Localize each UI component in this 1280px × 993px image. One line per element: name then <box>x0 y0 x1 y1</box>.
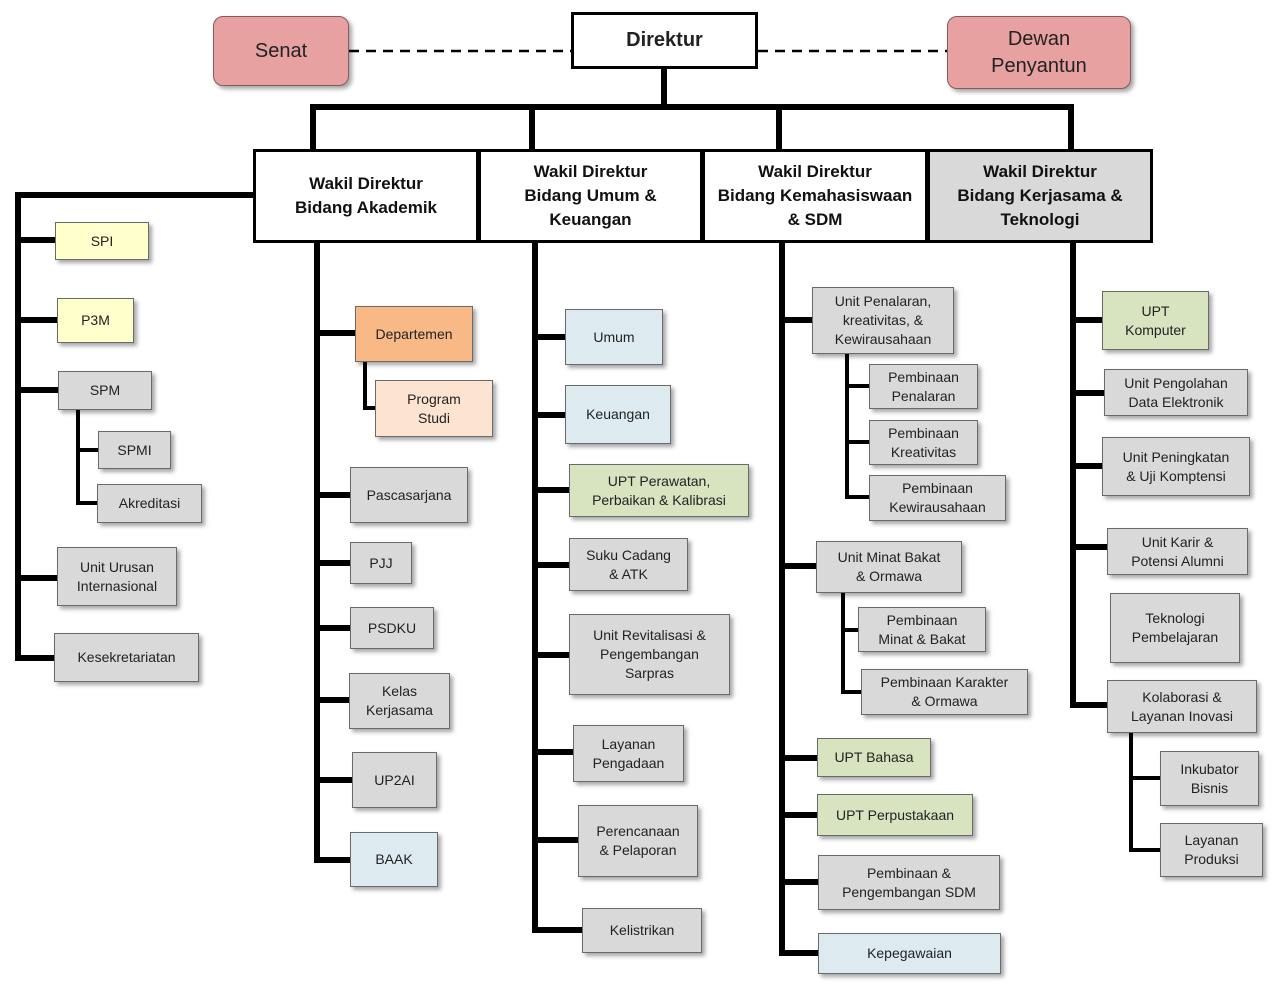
pembinaan-minat-bakat-box: Pembinaan Minat & Bakat <box>858 607 986 652</box>
senat-box: Senat <box>213 16 349 86</box>
inkubator-bisnis-box: Inkubator Bisnis <box>1160 751 1259 806</box>
pembinaan-kewirausahaan-box: Pembinaan Kewirausahaan <box>869 475 1006 521</box>
kepegawaian-box: Kepegawaian <box>818 933 1001 974</box>
up2ai-box: UP2AI <box>352 752 437 808</box>
kelistrikan-box: Kelistrikan <box>582 908 702 953</box>
vice-akademik-box: Wakil Direktur Bidang Akademik <box>253 149 479 243</box>
kolaborasi-box: Kolaborasi & Layanan Inovasi <box>1107 680 1257 733</box>
umum-box: Umum <box>565 309 663 365</box>
sub-links <box>76 353 1162 852</box>
keuangan-box: Keuangan <box>565 385 671 444</box>
unit-pengolahan-data-box: Unit Pengolahan Data Elektronik <box>1104 369 1248 416</box>
vice-kemahasiswaan-box: Wakil Direktur Bidang Kemahasiswaan & SD… <box>702 149 928 243</box>
vice-umum-keuangan-box: Wakil Direktur Bidang Umum & Keuangan <box>478 149 703 243</box>
upt-komputer-box: UPT Komputer <box>1102 291 1209 350</box>
pascasarjana-box: Pascasarjana <box>350 467 468 523</box>
pengembangan-sdm-box: Pembinaan & Pengembangan SDM <box>818 855 1000 910</box>
unit-penalaran-box: Unit Penalaran, kreativitas, & Kewirausa… <box>812 287 954 354</box>
p3m-box: P3M <box>57 298 134 343</box>
unit-karir-box: Unit Karir & Potensi Alumni <box>1107 528 1248 575</box>
upt-bahasa-box: UPT Bahasa <box>817 738 931 777</box>
layanan-pengadaan-box: Layanan Pengadaan <box>573 725 684 782</box>
direktur-box: Direktur <box>571 12 758 69</box>
vice-kerjasama-box: Wakil Direktur Bidang Kerjasama & Teknol… <box>927 149 1153 243</box>
upt-perpustakaan-box: UPT Perpustakaan <box>817 794 973 836</box>
baak-box: BAAK <box>350 832 438 887</box>
layanan-produksi-box: Layanan Produksi <box>1160 823 1263 877</box>
perencanaan-pelaporan-box: Perencanaan & Pelaporan <box>578 805 698 877</box>
spm-box: SPM <box>58 371 152 410</box>
pembinaan-penalaran-box: Pembinaan Penalaran <box>869 364 978 409</box>
program-studi-box: Program Studi <box>375 380 493 437</box>
unit-peningkatan-box: Unit Peningkatan & Uji Komptensi <box>1102 437 1250 496</box>
kelas-kerjasama-box: Kelas Kerjasama <box>349 673 450 729</box>
teknologi-pembelajaran-box: Teknologi Pembelajaran <box>1110 593 1240 663</box>
departemen-box: Departemen <box>355 306 473 362</box>
urusan-internasional-box: Unit Urusan Internasional <box>57 547 177 606</box>
spi-box: SPI <box>55 222 149 260</box>
unit-minat-bakat-box: Unit Minat Bakat & Ormawa <box>816 541 962 593</box>
pembinaan-kreativitas-box: Pembinaan Kreativitas <box>869 420 978 465</box>
pjj-box: PJJ <box>350 542 412 584</box>
kesekretariatan-box: Kesekretariatan <box>54 633 199 682</box>
unit-revitalisasi-box: Unit Revitalisasi & Pengembangan Sarpras <box>569 614 730 695</box>
suku-cadang-box: Suku Cadang & ATK <box>569 538 688 591</box>
pembinaan-karakter-box: Pembinaan Karakter & Ormawa <box>861 669 1028 715</box>
upt-perawatan-box: UPT Perawatan, Perbaikan & Kalibrasi <box>569 464 749 517</box>
spmi-box: SPMI <box>98 431 171 469</box>
akreditasi-box: Akreditasi <box>97 484 202 523</box>
solid-links <box>15 66 1110 956</box>
psdku-box: PSDKU <box>350 607 434 649</box>
dewan-penyantun-box: Dewan Penyantun <box>947 16 1131 89</box>
